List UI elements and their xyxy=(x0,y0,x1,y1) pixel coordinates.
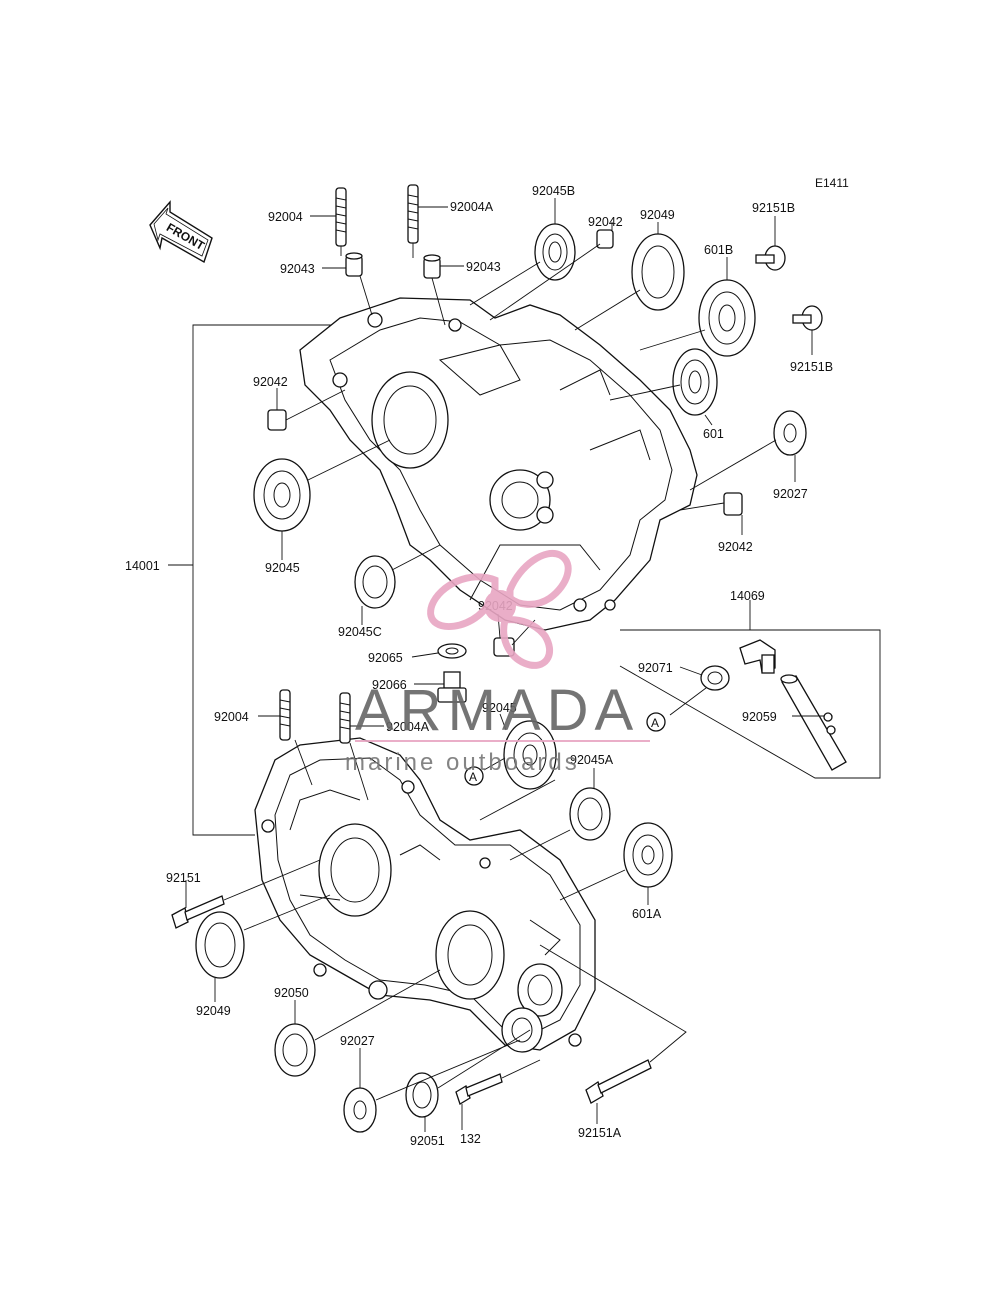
washer-92027-right xyxy=(773,410,807,456)
label-92071: 92071 xyxy=(638,661,673,675)
bolt-92151B-right xyxy=(792,305,823,331)
label-92051: 92051 xyxy=(410,1134,445,1148)
stud-92004A-upper xyxy=(407,184,419,244)
label-92004-top: 92004 xyxy=(268,210,303,224)
washer-92027-bottom xyxy=(343,1087,377,1133)
label-92045C: 92045C xyxy=(338,625,382,639)
front-arrow-icon: FRONT xyxy=(149,200,213,264)
label-92004A-top: 92004A xyxy=(450,200,494,214)
leader-lines-upper xyxy=(276,198,813,685)
watermark-subtitle: marine outboards xyxy=(345,749,580,776)
label-92042-top: 92042 xyxy=(588,215,623,229)
stud-92004-lower xyxy=(279,689,291,741)
bearing-92045-mid xyxy=(503,720,557,790)
dowel-92043-left xyxy=(345,252,363,277)
dowel-92043-right xyxy=(423,254,441,279)
hose-kit-box-14069: A xyxy=(619,600,881,779)
label-92045-left: 92045 xyxy=(265,561,300,575)
clamp-92071 xyxy=(700,665,730,691)
label-92151: 92151 xyxy=(166,871,201,885)
propeller-icon xyxy=(427,550,572,669)
label-92045A: 92045A xyxy=(570,753,614,767)
label-132: 132 xyxy=(460,1132,481,1146)
bearing-601 xyxy=(672,348,718,416)
crankcase-assembly-bracket xyxy=(168,324,345,836)
label-92004A-bottom: 92004A xyxy=(386,720,430,734)
label-92066: 92066 xyxy=(372,678,407,692)
hose-92059 xyxy=(780,674,847,771)
plug-92066 xyxy=(437,671,467,703)
label-601: 601 xyxy=(703,427,724,441)
bolt-92151 xyxy=(171,895,225,929)
label-92049-top: 92049 xyxy=(640,208,675,222)
leader-lines-lower xyxy=(185,713,687,1132)
label-92059: 92059 xyxy=(742,710,777,724)
watermark-title: ARMADA xyxy=(355,678,639,743)
label-92027-right: 92027 xyxy=(773,487,808,501)
label-92042-right: 92042 xyxy=(718,540,753,554)
upper-crankcase-half xyxy=(299,297,698,631)
lower-crankcase-half xyxy=(254,737,596,1053)
label-92151B-right: 92151B xyxy=(790,360,833,374)
oil-seal-92050 xyxy=(274,1023,316,1077)
diagram-code: E1411 xyxy=(815,176,849,190)
bearing-92045-left xyxy=(253,458,311,532)
callout-a-box: A xyxy=(651,716,659,730)
dowel-92042-top xyxy=(596,229,614,249)
bearing-92045B xyxy=(534,223,576,281)
callout-a-lower: A xyxy=(469,770,477,784)
dowel-92042-right xyxy=(723,492,743,516)
hose-elbow xyxy=(739,639,776,674)
label-92050: 92050 xyxy=(274,986,309,1000)
dowel-92042-left xyxy=(267,409,287,431)
oil-seal-92051 xyxy=(405,1072,439,1118)
label-92045-mid: 92045 xyxy=(482,701,517,715)
washer-92065 xyxy=(437,643,467,659)
stud-92004-upper xyxy=(335,187,347,247)
label-601A: 601A xyxy=(632,907,662,921)
watermark-logo: ARMADA marine outboards xyxy=(345,550,650,776)
label-92151A: 92151A xyxy=(578,1126,622,1140)
label-14069: 14069 xyxy=(730,589,765,603)
stud-92004A-lower xyxy=(339,692,351,744)
label-92065: 92065 xyxy=(368,651,403,665)
bearing-601A xyxy=(623,822,673,888)
bolt-92151A xyxy=(585,1059,652,1104)
bearing-92045C xyxy=(354,555,396,609)
label-92043-right: 92043 xyxy=(466,260,501,274)
bearing-601B xyxy=(698,279,756,357)
label-92045B: 92045B xyxy=(532,184,575,198)
label-92042-left: 92042 xyxy=(253,375,288,389)
bolt-132 xyxy=(455,1073,503,1105)
oil-seal-92049-bottom xyxy=(195,911,245,979)
bearing-92045A xyxy=(569,787,611,841)
label-92151B-top: 92151B xyxy=(752,201,795,215)
label-92049-bottom: 92049 xyxy=(196,1004,231,1018)
label-14001: 14001 xyxy=(125,559,160,573)
label-92004-bottom: 92004 xyxy=(214,710,249,724)
oil-seal-92049-top xyxy=(631,233,685,311)
label-92043-left: 92043 xyxy=(280,262,315,276)
bolt-92151B-top xyxy=(755,245,786,271)
label-601B: 601B xyxy=(704,243,733,257)
label-92027-bottom: 92027 xyxy=(340,1034,375,1048)
